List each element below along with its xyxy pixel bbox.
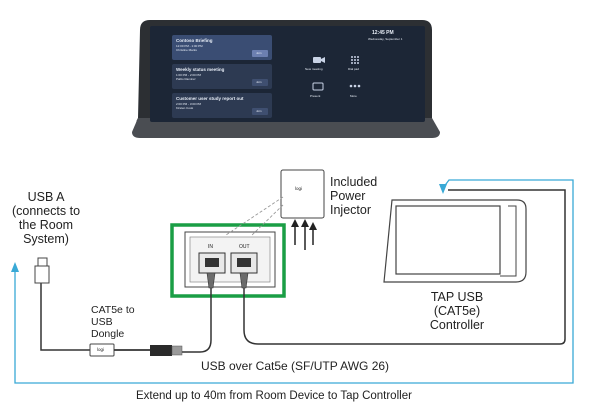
meeting-card-3[interactable] [172, 93, 272, 118]
meeting-title-2: Weekly status meeting [176, 67, 225, 72]
tap-clock: 12:45 PM [372, 30, 394, 36]
join-label-2: Join [256, 80, 262, 84]
highlight-box [170, 223, 286, 298]
usb-a-label: USB A (connects to the Room System) [10, 190, 82, 246]
meeting-time-1: 12:00 PM - 1:00 PM [176, 44, 203, 48]
arrow-head-left [11, 262, 19, 272]
usb-a-line-2: (connects to [11, 204, 81, 218]
dongle-line-3: Dongle [91, 328, 125, 340]
action-label-new-meeting: New meeting [305, 67, 323, 71]
controller-line-1: TAP USB [430, 290, 484, 304]
power-injector-label: Included Power Injector [330, 175, 377, 217]
join-button-3[interactable] [252, 108, 268, 115]
extend-label: Extend up to 40m from Room Device to Tap… [136, 390, 412, 402]
controller-line-2: (CAT5e) [433, 304, 481, 318]
meeting-title-1: Contoso Briefing [176, 38, 213, 43]
dialpad-icon[interactable] [351, 56, 359, 64]
meeting-time-2: 1:00 PM - 2:00 PM [176, 73, 202, 77]
join-button-1[interactable] [252, 50, 268, 57]
usb-a-line-1: USB A [27, 190, 65, 204]
dongle-label: CAT5e to USB Dongle [91, 304, 135, 340]
more-dots-icon[interactable] [349, 84, 361, 88]
usb-a-plug [37, 257, 48, 267]
dongle-line-2: USB [91, 316, 113, 328]
meeting-time-3: 2:00 PM - 3:00 PM [176, 102, 202, 106]
dongle-line-1: CAT5e to [91, 304, 135, 316]
tap-date: Wednesday, September 1 [368, 37, 403, 41]
tap-device-illustration [132, 20, 440, 138]
power-injector [280, 169, 325, 219]
action-label-more: More [350, 94, 357, 98]
injector-logo: logi [295, 186, 303, 191]
meeting-card-2[interactable] [172, 64, 272, 89]
meeting-organizer-3: Kirsten Cook [176, 106, 194, 110]
present-screen-icon[interactable] [312, 82, 324, 91]
video-camera-icon[interactable] [313, 57, 321, 63]
rj45-connector [150, 345, 172, 356]
out-port-label: OUT [239, 244, 250, 250]
cable-label: USB over Cat5e (SF/UTP AWG 26) [201, 359, 390, 373]
meeting-card-1[interactable] [172, 35, 272, 60]
injector-arrows [294, 225, 314, 250]
meeting-organizer-2: Pablo Ramirez [176, 77, 196, 81]
join-label-3: Join [256, 109, 262, 113]
dongle-logo: logi [97, 347, 105, 352]
power-injector-line-3: Injector [330, 203, 371, 217]
action-label-present: Present [310, 94, 321, 98]
meeting-title-3: Customer user study report out [176, 96, 244, 101]
power-injector-line-2: Power [330, 189, 366, 203]
power-injector-line-1: Included [330, 175, 378, 189]
action-label-dial-pad: Dial pad [348, 67, 360, 71]
join-button-2[interactable] [252, 79, 268, 86]
controller-line-3: Controller [429, 318, 485, 332]
join-label-1: Join [256, 51, 262, 55]
usb-a-line-4: System) [23, 232, 69, 246]
controller-label: TAP USB (CAT5e) Controller [418, 290, 496, 332]
in-port-label: IN [208, 244, 213, 250]
arrow-head-right [439, 184, 447, 194]
usb-a-line-3: the Room [18, 218, 74, 232]
tap-controller [383, 199, 527, 283]
meeting-organizer-1: Christine Marks [176, 48, 197, 52]
